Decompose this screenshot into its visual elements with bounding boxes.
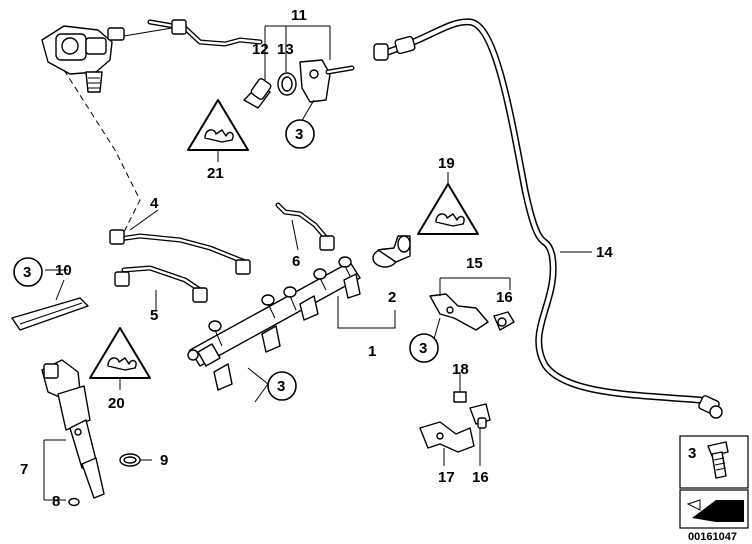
callout-21: 21 <box>207 165 224 182</box>
circle-callout-3b <box>13 257 43 287</box>
callout-11: 11 <box>291 7 307 24</box>
callout-9: 9 <box>160 452 168 469</box>
leader-line-3c <box>247 367 269 403</box>
fuel-hose <box>373 18 723 419</box>
leader-lines-misc <box>129 209 592 310</box>
rail-pipe-5 <box>114 265 208 303</box>
callout-20: 20 <box>108 395 125 412</box>
callout-labels: 1 2 4 5 6 7 8 9 10 11 12 13 14 15 16 16 … <box>20 7 613 510</box>
callout-17: 17 <box>438 469 455 486</box>
leader-line-1 <box>337 296 396 329</box>
callout-10: 10 <box>55 262 72 279</box>
arrow-icon <box>686 499 744 522</box>
callout-13: 13 <box>277 41 294 58</box>
seal-ring-small <box>68 497 80 507</box>
callout-19: 19 <box>438 155 455 172</box>
pressure-sensor-assembly <box>243 59 355 109</box>
callout-3b: 3 <box>23 264 31 281</box>
callout-4: 4 <box>150 195 159 212</box>
callout-3a: 3 <box>295 126 303 143</box>
seal-ring <box>119 453 152 467</box>
triangle-leaders <box>119 150 449 390</box>
protective-cap <box>372 235 411 268</box>
circled-callouts: 3 3 3 3 <box>13 119 439 401</box>
warning-triangle-icon <box>187 99 249 151</box>
callout-3d: 3 <box>419 340 427 357</box>
decoupling-element <box>11 279 89 331</box>
rail-pipe-4 <box>109 229 251 275</box>
fuel-rail <box>187 256 361 391</box>
callout-16a: 16 <box>496 289 513 306</box>
callout-3c: 3 <box>277 378 285 395</box>
circle-callout-3a <box>285 119 315 149</box>
legend-box: 3 00161047 <box>679 435 749 543</box>
circle-callout-3d <box>409 333 439 363</box>
callout-16b: 16 <box>472 469 489 486</box>
legend-item-number: 3 <box>688 445 696 462</box>
callout-5: 5 <box>150 307 158 324</box>
callout-15: 15 <box>466 255 483 272</box>
warning-triangle-icon <box>417 183 479 235</box>
callout-18: 18 <box>452 361 469 378</box>
callout-6: 6 <box>292 253 300 270</box>
warning-triangle-icon <box>89 327 151 379</box>
routing-line-pump <box>63 69 141 233</box>
rail-bracket <box>429 277 515 347</box>
fuel-injector <box>41 359 105 499</box>
high-pressure-line-top <box>123 19 263 47</box>
circle-callout-3c <box>267 371 297 401</box>
callout-8: 8 <box>52 493 60 510</box>
bolt-icon <box>707 441 729 479</box>
callout-7: 7 <box>20 461 28 478</box>
callout-14: 14 <box>596 244 613 261</box>
rail-pipe-6 <box>275 202 335 251</box>
callout-1: 1 <box>368 343 376 360</box>
leader-line-7 <box>43 439 66 501</box>
diagram-id: 00161047 <box>688 531 737 543</box>
high-pressure-pump <box>41 25 125 93</box>
holder-bracket <box>419 372 491 466</box>
callout-2: 2 <box>388 289 396 306</box>
callout-12: 12 <box>252 41 269 58</box>
